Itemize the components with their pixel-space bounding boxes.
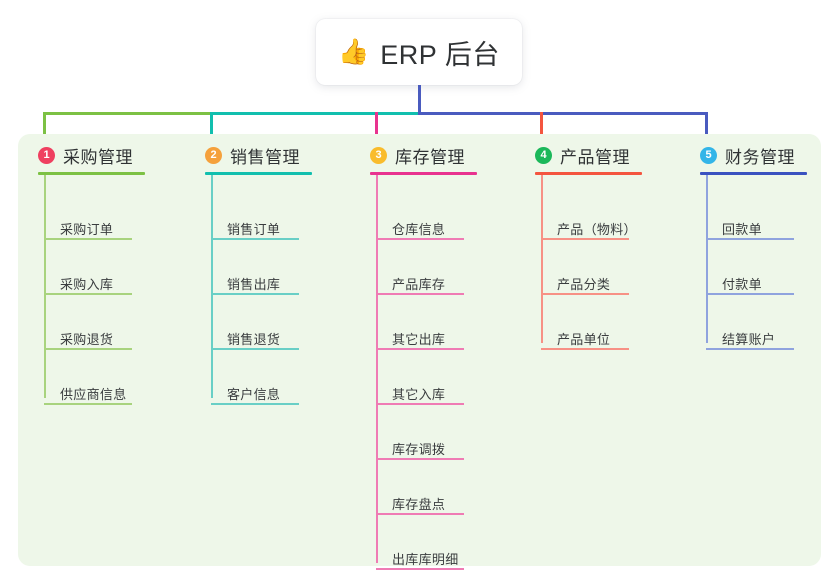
leaf-item[interactable]: 结算账户 [722, 332, 776, 347]
leaf-underline [376, 513, 464, 515]
branch-title-5: 财务管理 [725, 148, 795, 167]
leaf-item[interactable]: 产品单位 [557, 332, 611, 347]
root-node-title: ERP 后台 [380, 39, 500, 70]
leaf-underline [376, 293, 464, 295]
leaf-underline [706, 238, 794, 240]
leaf-item[interactable]: 付款单 [722, 277, 762, 292]
branches-panel: 1 采购管理采购订单采购入库采购退货供应商信息 2 销售管理销售订单销售出库销售退货客… [18, 134, 821, 570]
leaf-item[interactable]: 其它出库 [392, 332, 446, 347]
branch-badge-4: 4 [535, 147, 552, 164]
root-node-card[interactable]: 👍 ERP 后台 [316, 19, 522, 85]
leaf-item[interactable]: 出库库明细 [392, 552, 459, 567]
connector-stub-4 [539, 112, 543, 146]
leaf-underline [211, 238, 299, 240]
branch-underline-2 [205, 172, 312, 175]
leaf-underline [706, 348, 794, 350]
branch-underline-5 [700, 172, 807, 175]
branch-header-5[interactable]: 5 财务管理 [700, 143, 795, 168]
branch-title-2: 销售管理 [230, 148, 300, 167]
leaf-underline [541, 348, 629, 350]
leaf-item[interactable]: 回款单 [722, 222, 762, 237]
branch-underline-1 [38, 172, 145, 175]
branch-badge-1: 1 [38, 147, 55, 164]
leaf-item[interactable]: 供应商信息 [60, 387, 127, 402]
leaf-item[interactable]: 其它入库 [392, 387, 446, 402]
branch-spine-3 [376, 175, 378, 563]
leaf-item[interactable]: 客户信息 [227, 387, 281, 402]
leaf-underline [44, 293, 132, 295]
branch-title-1: 采购管理 [63, 148, 133, 167]
leaf-item[interactable]: 产品分类 [557, 277, 611, 292]
branch-underline-4 [535, 172, 642, 175]
leaf-underline [706, 293, 794, 295]
leaf-underline [376, 403, 464, 405]
branch-spine-4 [541, 175, 543, 343]
leaf-underline [211, 348, 299, 350]
leaf-underline [376, 238, 464, 240]
branch-badge-2: 2 [205, 147, 222, 164]
connector-stub-3 [374, 112, 378, 146]
leaf-underline [211, 403, 299, 405]
leaf-underline [376, 458, 464, 460]
leaf-item[interactable]: 采购退货 [60, 332, 114, 347]
leaf-underline [376, 568, 464, 570]
leaf-underline [44, 348, 132, 350]
connector-trunk [417, 85, 421, 115]
branch-badge-5: 5 [700, 147, 717, 164]
branch-title-3: 库存管理 [395, 148, 465, 167]
branch-spine-1 [44, 175, 46, 398]
leaf-item[interactable]: 仓库信息 [392, 222, 446, 237]
connector-stub-5 [704, 112, 708, 146]
leaf-underline [541, 293, 629, 295]
leaf-item[interactable]: 采购订单 [60, 222, 114, 237]
branch-header-2[interactable]: 2 销售管理 [205, 143, 300, 168]
connector-bus-1 [42, 112, 213, 115]
connector-stub-2 [209, 112, 213, 146]
leaf-underline [44, 238, 132, 240]
branch-header-3[interactable]: 3 库存管理 [370, 143, 465, 168]
leaf-item[interactable]: 库存调拨 [392, 442, 446, 457]
thumbs-up-icon: 👍 [338, 37, 370, 66]
connector-bus-3 [417, 112, 708, 115]
leaf-underline [376, 348, 464, 350]
leaf-underline [541, 238, 629, 240]
branch-header-4[interactable]: 4 产品管理 [535, 143, 630, 168]
leaf-item[interactable]: 采购入库 [60, 277, 114, 292]
leaf-item[interactable]: 销售出库 [227, 277, 281, 292]
leaf-item[interactable]: 库存盘点 [392, 497, 446, 512]
branch-spine-2 [211, 175, 213, 398]
connector-bus-2 [209, 112, 421, 115]
branch-badge-3: 3 [370, 147, 387, 164]
leaf-underline [44, 403, 132, 405]
leaf-item[interactable]: 销售订单 [227, 222, 281, 237]
leaf-item[interactable]: 产品（物料） [557, 222, 637, 237]
branch-header-1[interactable]: 1 采购管理 [38, 143, 133, 168]
connector-stub-1 [42, 112, 46, 146]
branch-title-4: 产品管理 [560, 148, 630, 167]
leaf-underline [211, 293, 299, 295]
branch-underline-3 [370, 172, 477, 175]
leaf-item[interactable]: 产品库存 [392, 277, 446, 292]
leaf-item[interactable]: 销售退货 [227, 332, 281, 347]
branch-spine-5 [706, 175, 708, 343]
